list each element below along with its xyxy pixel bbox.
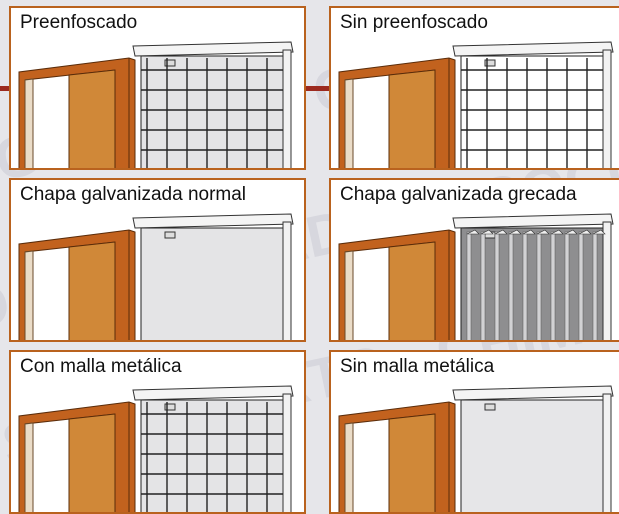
partition-surface — [140, 55, 284, 168]
panel-title: Chapa galvanizada normal — [20, 184, 247, 205]
corrugation-rib — [466, 231, 472, 340]
rail-clip — [164, 231, 176, 239]
top-rail — [452, 41, 614, 57]
partition-illustration — [338, 385, 614, 512]
corrugation-top-tab — [592, 229, 606, 235]
corrugation-rib — [592, 231, 598, 340]
door-leaf — [388, 241, 436, 340]
door-jamb — [24, 422, 34, 512]
right-post — [282, 393, 292, 512]
corrugation-rib — [522, 231, 528, 340]
corrugation-top-tab — [522, 229, 536, 235]
corrugation-rib — [536, 231, 542, 340]
right-post — [602, 49, 612, 168]
door-leaf — [68, 413, 116, 512]
corrugation-top-tab — [550, 229, 564, 235]
corrugation-rib — [480, 231, 486, 340]
panel-sin-preenfoscado: Sin preenfoscado — [329, 6, 619, 170]
panel-title: Sin malla metálica — [340, 356, 495, 377]
door-leaf — [388, 413, 436, 512]
connector-bar-left — [0, 86, 12, 91]
partition-surface — [460, 55, 604, 168]
corrugation-top-tab — [494, 229, 508, 235]
right-post — [282, 49, 292, 168]
corrugation-top-tab — [536, 229, 550, 235]
panel-sin-malla-metalica: Sin malla metálica — [329, 350, 619, 514]
partition-illustration — [18, 385, 294, 512]
corrugation-top-tab — [564, 229, 578, 235]
top-rail — [132, 41, 294, 57]
panel-chapa-galvanizada-normal: Chapa galvanizada normal — [9, 178, 306, 342]
top-rail — [132, 385, 294, 401]
panel-title: Preenfoscado — [20, 12, 138, 33]
partition-illustration — [338, 41, 614, 168]
door-jamb — [24, 250, 34, 340]
door-leaf — [68, 69, 116, 168]
corrugation-top-tab — [466, 229, 480, 235]
right-post — [282, 221, 292, 340]
corrugation-rib — [508, 231, 514, 340]
rail-clip — [484, 59, 496, 67]
panel-title: Con malla metálica — [20, 356, 182, 377]
corrugation-rib — [564, 231, 570, 340]
partition-surface — [140, 399, 284, 512]
door-jamb — [344, 422, 354, 512]
panel-title: Chapa galvanizada grecada — [340, 184, 577, 205]
partition-illustration — [18, 41, 294, 168]
corrugation-top-tab — [508, 229, 522, 235]
right-post — [602, 221, 612, 340]
right-post — [602, 393, 612, 512]
partition-illustration — [338, 213, 614, 340]
connector-bar-middle — [305, 86, 329, 91]
rail-clip — [164, 59, 176, 67]
corrugation-top-tab — [480, 229, 494, 235]
corrugation-rib — [494, 231, 500, 340]
corrugation-rib — [578, 231, 584, 340]
panel-con-malla-metalica: Con malla metálica — [9, 350, 306, 514]
panel-preenfoscado: Preenfoscado — [9, 6, 306, 170]
door-jamb — [24, 78, 34, 168]
partition-surface — [140, 227, 284, 340]
top-rail — [132, 213, 294, 229]
panel-chapa-galvanizada-grecada: Chapa galvanizada grecada — [329, 178, 619, 342]
rail-clip — [484, 403, 496, 411]
door-jamb — [344, 78, 354, 168]
partition-surface — [460, 399, 604, 512]
door-leaf — [68, 241, 116, 340]
door-jamb — [344, 250, 354, 340]
corrugation-rib — [550, 231, 556, 340]
top-rail — [452, 385, 614, 401]
door-leaf — [388, 69, 436, 168]
partition-illustration — [18, 213, 294, 340]
top-rail — [452, 213, 614, 229]
panel-title: Sin preenfoscado — [340, 12, 488, 33]
corrugation-top-tab — [578, 229, 592, 235]
rail-clip — [164, 403, 176, 411]
